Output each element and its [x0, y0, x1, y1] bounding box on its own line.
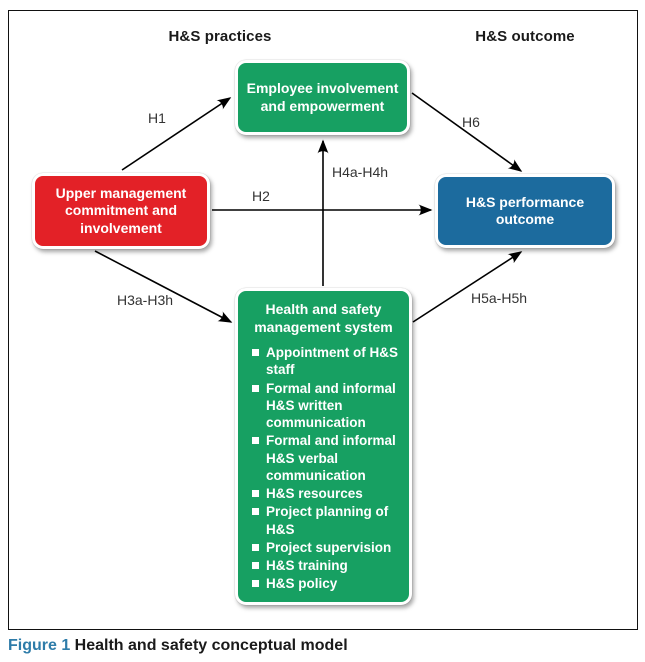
bullet-square-icon: [252, 437, 259, 445]
node-employee-involvement: Employee involvement and empowerment: [235, 60, 410, 135]
bullet-label: H&S policy: [266, 576, 338, 592]
edge-label-h5: H5a-H5h: [471, 290, 528, 306]
bullet-label: Appointment of H&S staff: [266, 345, 398, 378]
hsms-title: Health and safety management system: [254, 301, 393, 335]
bullet-square-icon: [252, 349, 259, 356]
list-item: Project supervision: [252, 539, 401, 556]
bullet-square-icon: [252, 580, 259, 588]
column-header-outcome: H&S outcome: [475, 28, 575, 45]
bullet-square-icon: [252, 562, 259, 570]
edge-label-h4: H4a-H4h: [332, 164, 389, 180]
list-item: H&S training: [252, 557, 401, 574]
node-hs-management-system: Health and safety management system Appo…: [235, 288, 412, 605]
figure-caption: Figure 1 Health and safety conceptual mo…: [8, 637, 348, 655]
hsms-bullet-list: Appointment of H&S staff Formal and info…: [246, 344, 401, 593]
node-performance-outcome-label: H&S performance outcome: [465, 193, 585, 228]
edge-label-h3: H3a-H3h: [117, 292, 174, 308]
list-item: H&S policy: [252, 575, 401, 592]
list-item: Formal and informal H&S verbal communica…: [252, 432, 401, 484]
bullet-square-icon: [252, 384, 259, 392]
list-item: Formal and informal H&S written communic…: [252, 380, 401, 432]
column-header-practices: H&S practices: [168, 28, 272, 45]
node-performance-outcome: H&S performance outcome: [435, 174, 615, 248]
bullet-square-icon: [252, 543, 259, 551]
list-item: H&S resources: [252, 485, 401, 502]
edge-label-h6: H6: [462, 114, 480, 130]
bullet-square-icon: [252, 490, 259, 498]
bullet-label: H&S training: [266, 558, 348, 574]
node-employee-involvement-label: Employee involvement and empowerment: [246, 80, 399, 114]
bullet-square-icon: [252, 508, 259, 516]
bullet-label: Formal and informal H&S verbal communica…: [266, 433, 396, 483]
bullet-label: Project supervision: [266, 539, 392, 555]
bullet-label: H&S resources: [266, 486, 363, 502]
list-item: Appointment of H&S staff: [252, 344, 401, 379]
node-upper-management-label: Upper management commitment and involvem…: [55, 184, 187, 236]
figure-caption-number: Figure 1: [8, 637, 71, 654]
list-item: Project planning of H&S: [252, 503, 401, 538]
edge-label-h2: H2: [252, 188, 270, 204]
bullet-label: Formal and informal H&S written communic…: [266, 380, 396, 431]
bullet-label: Project planning of H&S: [266, 504, 389, 537]
figure-caption-text: Health and safety conceptual model: [70, 637, 348, 654]
node-upper-management: Upper management commitment and involvem…: [32, 173, 210, 249]
edge-label-h1: H1: [148, 110, 166, 126]
